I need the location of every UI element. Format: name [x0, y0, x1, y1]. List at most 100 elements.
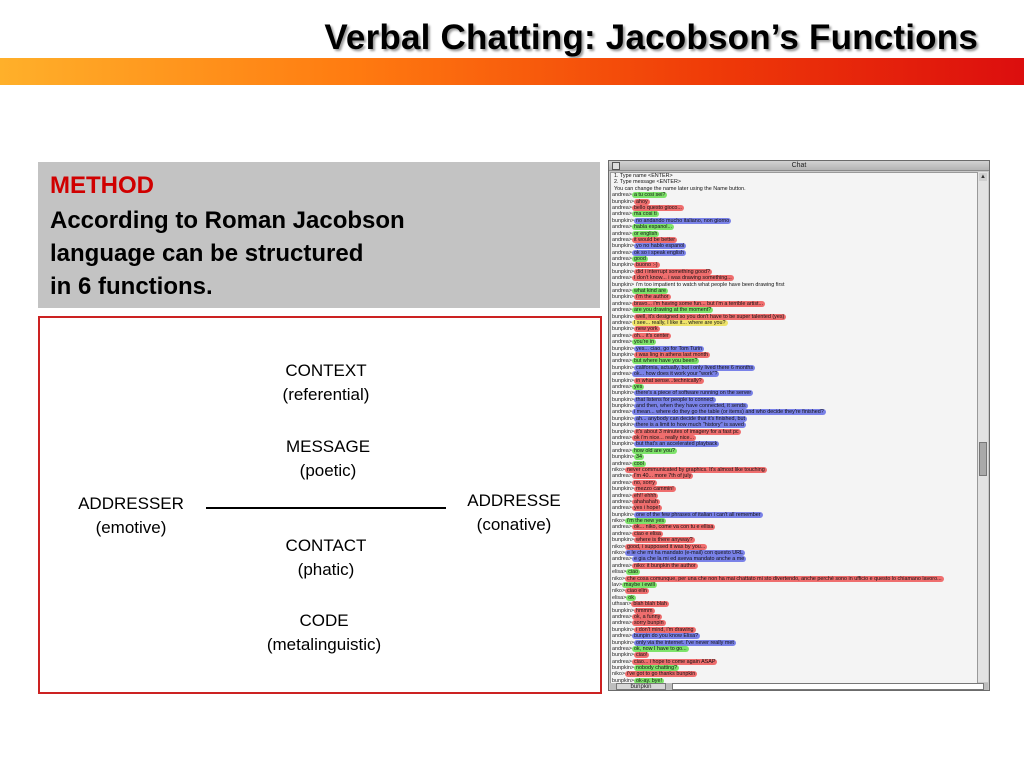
- chat-message-user: andrea>: [612, 211, 632, 218]
- contact-function: (phatic): [297, 560, 355, 579]
- chat-message-text: yes... ciao, go for Tom Turin: [634, 345, 705, 352]
- chat-message-text: ok-ay. bye!: [634, 677, 664, 684]
- chat-message-text: you're in: [631, 339, 657, 346]
- chat-message: andrea>habla espanol...: [611, 224, 977, 231]
- chat-message-text: nobody chatting?: [634, 665, 680, 672]
- chat-message: 2. Type message <ENTER>: [611, 179, 977, 185]
- chat-message-text: e gia che la mi ed aveva mandato anche a…: [631, 556, 747, 563]
- chat-titlebar[interactable]: Chat: [609, 161, 989, 171]
- code-name: CODE: [299, 611, 349, 630]
- chat-message: andrea>I don't know... i was drawing som…: [611, 275, 977, 282]
- chat-message-text: blah blah blah: [631, 601, 669, 608]
- chat-message: andrea>it would be better: [611, 236, 977, 243]
- chat-message-user: andrea>: [612, 236, 632, 243]
- scroll-up-arrow-icon[interactable]: ▲: [979, 173, 987, 181]
- scroll-thumb[interactable]: [979, 442, 987, 476]
- chat-message: bunpkin>did i interrupt something good?: [611, 268, 977, 275]
- chat-message-user: bunpkin>: [612, 607, 635, 614]
- chat-message-text: ah... anybody can decide that it's finis…: [634, 415, 747, 422]
- chat-message-text: ok, now I have to go...: [631, 645, 689, 652]
- close-icon[interactable]: [612, 162, 620, 170]
- chat-message-text: i'm too impatient to watch what people h…: [636, 281, 785, 288]
- chat-message-text: it would be better: [631, 236, 677, 243]
- communication-line: [206, 507, 446, 509]
- chat-message: andrea>ok so i speak english: [611, 249, 977, 256]
- chat-message-text: I'm 40... more 7th of july: [631, 473, 694, 480]
- chat-message-text: but where have you been?: [631, 358, 700, 365]
- chat-message-text: did i interrupt something good?: [634, 268, 713, 275]
- chat-message-user: uthsan>: [612, 601, 632, 608]
- chat-message: bunpkin>i'm the author: [611, 294, 977, 301]
- chat-message: andrea>good: [611, 256, 977, 263]
- chat-message-text: maybe i ewill: [622, 582, 657, 588]
- chat-message: andrea>ahahahah: [611, 498, 977, 505]
- chat-message: andrea>eh!! ehhh: [611, 492, 977, 499]
- chat-message-text: oh... it's center: [631, 332, 671, 339]
- chat-message-user: andrea>: [612, 230, 632, 237]
- chat-message-user: bunpkin>: [612, 351, 635, 358]
- chat-message-user: bunpkin>: [612, 626, 635, 633]
- chat-message: andrea>ciao... i hope to come again ASAP: [611, 658, 977, 665]
- chat-message: andrea>yes: [611, 383, 977, 390]
- chat-message-text: well, it's designed so you don't have to…: [634, 313, 787, 320]
- name-button[interactable]: bunpkin: [616, 683, 666, 690]
- chat-message: andrea>but where have you been?: [611, 358, 977, 365]
- chat-message-text: eh!! ehhh: [631, 492, 659, 499]
- chat-message-text: niko: it bunpkin the author: [631, 562, 698, 569]
- chat-message: bunpkin>ah... anybody can decide that it…: [611, 415, 977, 422]
- chat-message: andrea>ok... niko, come va con tu e elli…: [611, 524, 977, 531]
- chat-message-user: andrea>: [612, 275, 632, 282]
- chat-message: andrea>yes i hope!: [611, 505, 977, 512]
- chat-message-user: niko>: [612, 671, 626, 678]
- chat-message: andrea>are you drawing at the moment?: [611, 307, 977, 314]
- chat-message-user: lav>: [612, 582, 623, 588]
- chat-message: andrea>what kind are: [611, 288, 977, 295]
- chat-message-text: only via the internet. I've never really…: [634, 639, 736, 646]
- chat-message: bunpkin>there's a piece of software runn…: [611, 390, 977, 397]
- chat-message-text: i'm the new yes: [625, 518, 667, 525]
- chat-message-user: bunpkin>: [612, 377, 635, 384]
- jacobson-diagram: CONTEXT (referential) MESSAGE (poetic) A…: [38, 316, 602, 694]
- chat-message-text: new york: [634, 326, 660, 333]
- chat-message-user: bunpkin>: [612, 403, 635, 410]
- chat-message-text: but that's an accelerated playback: [634, 441, 720, 448]
- chat-message: bunpkin>well, it's designed so you don't…: [611, 313, 977, 320]
- chat-message-text: I don't know... i was drawing something.…: [631, 275, 734, 282]
- chat-message-text: ok, a funny: [631, 613, 663, 620]
- chat-message-text: ciao!: [634, 652, 650, 659]
- chat-message-text: hmmm: [634, 607, 655, 614]
- chat-scrollbar[interactable]: ▲: [977, 172, 988, 682]
- message-name: MESSAGE: [285, 437, 371, 456]
- chat-message: niko>good, i supposed it was by you...: [611, 543, 977, 550]
- chat-message-text: a tu cosi sei?: [631, 192, 668, 199]
- chat-message-user: bunpkin>: [612, 396, 635, 403]
- chat-message: andrea>I'm 40... more 7th of july: [611, 473, 977, 480]
- chat-message: andrea>bravo... i'm having some fun... b…: [611, 300, 977, 307]
- chat-message-text: sorry bunpin: [631, 620, 666, 627]
- chat-message-user: andrea>: [612, 492, 632, 499]
- chat-message-user: andrea>: [612, 505, 632, 512]
- chat-message-text: ciao e elisa: [631, 530, 663, 537]
- chat-message-user: andrea>: [612, 256, 632, 263]
- chat-message-user: andrea>: [612, 300, 632, 307]
- chat-message: andrea>e gia che la mi ed aveva mandato …: [611, 556, 977, 563]
- chat-message-user: bunpkin>: [612, 243, 635, 250]
- chat-message-user: andrea>: [612, 319, 632, 326]
- chat-message-text: ahahahah: [631, 498, 660, 505]
- chat-log: 1. Type name <ENTER>2. Type message <ENT…: [610, 172, 978, 684]
- chat-message-user: andrea>: [612, 530, 632, 537]
- chat-message-user: bunpkin>: [612, 345, 635, 352]
- chat-message: niko>never communicated by graphics. It'…: [611, 466, 977, 473]
- chat-message-text: no andando mucho italiano, non giorno: [634, 217, 732, 224]
- chat-message-text: where is there anyway?: [634, 537, 695, 544]
- message-input[interactable]: [672, 683, 984, 690]
- chat-message-text: 2. Type message <ENTER>: [614, 179, 682, 186]
- chat-message: 1. Type name <ENTER>: [611, 173, 977, 179]
- chat-message-text: cool: [631, 460, 646, 467]
- chat-message-user: andrea>: [612, 332, 632, 339]
- chat-message-text: what kind are: [631, 288, 668, 295]
- chat-message-user: bunpkin>: [612, 294, 635, 301]
- chat-message-user: andrea>: [612, 479, 632, 486]
- chat-message-text: ma cosi ti: [631, 211, 659, 218]
- chat-message: andrea>how old are you?: [611, 447, 977, 454]
